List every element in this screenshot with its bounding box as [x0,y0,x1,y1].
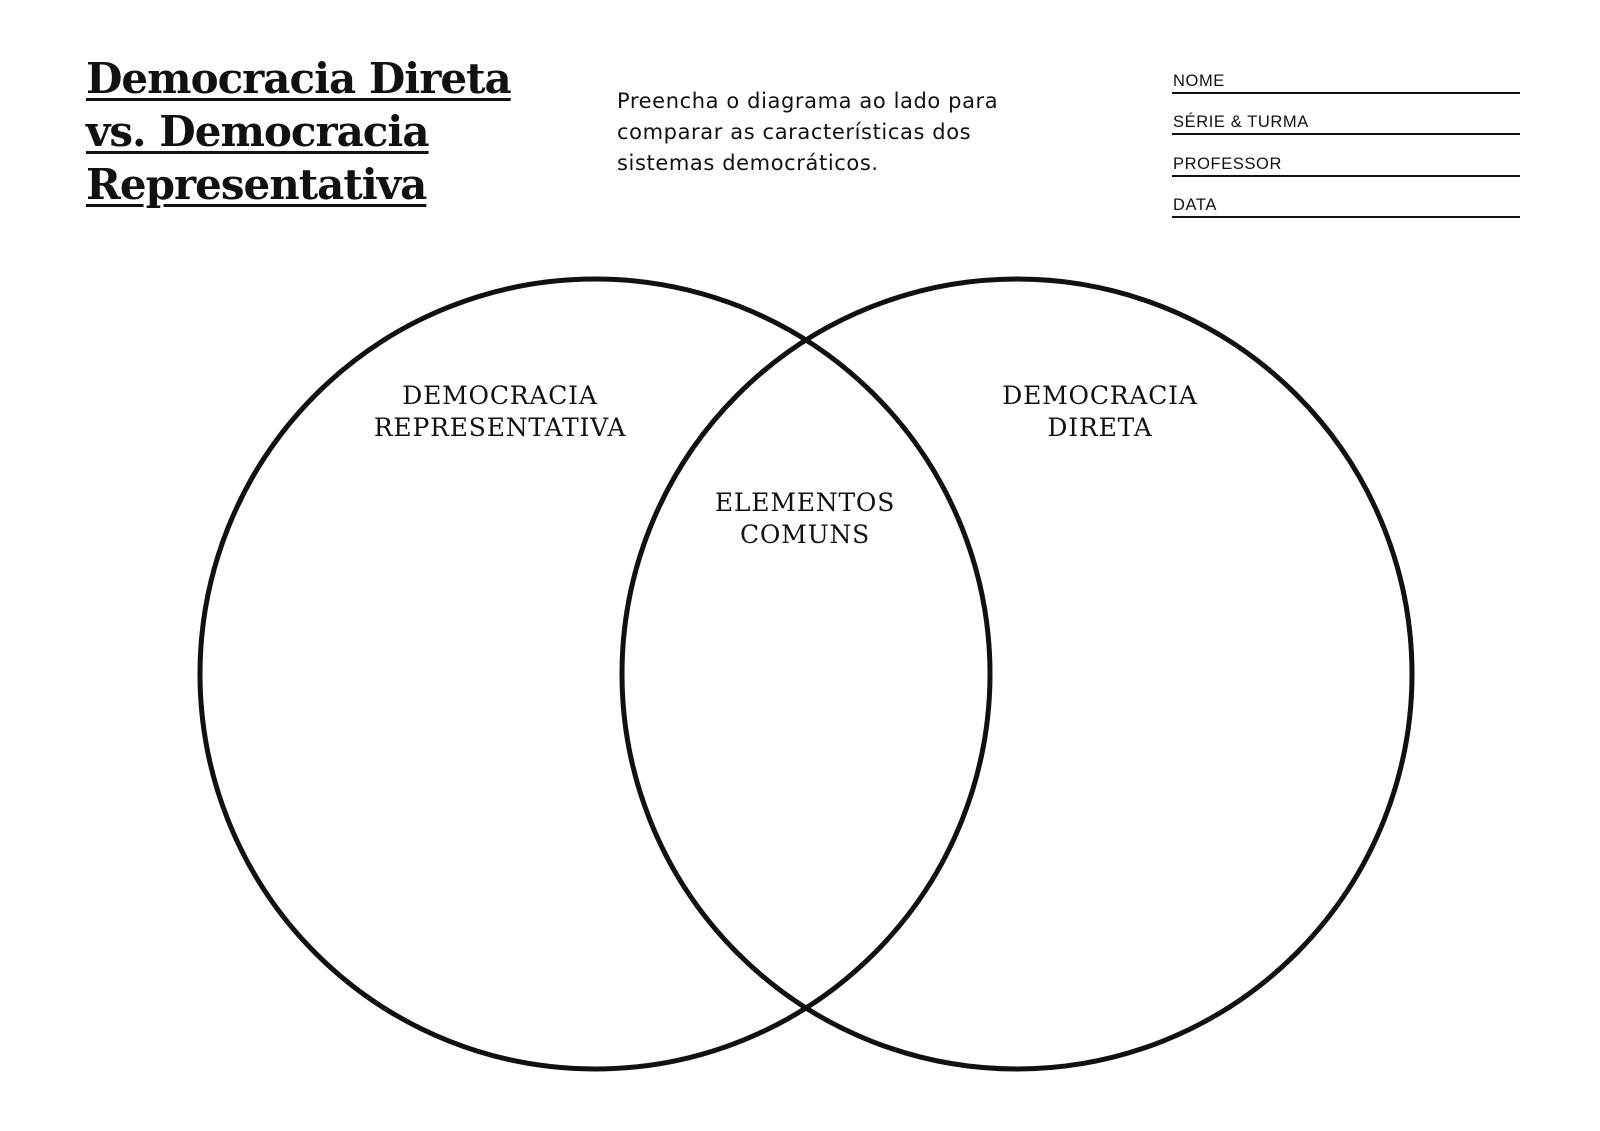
grade-class-field[interactable]: SÉRIE & TURMA [1172,94,1520,135]
student-info-fields: NOME SÉRIE & TURMA PROFESSOR DATA [1172,52,1520,218]
name-field[interactable]: NOME [1172,52,1520,94]
date-field[interactable]: DATA [1172,177,1520,218]
right-circle[interactable] [619,276,1415,1072]
worksheet-title: Democracia Direta vs. Democracia Represe… [86,52,586,211]
right-circle-label: DEMOCRACIA DIRETA [1002,381,1198,442]
name-field-label: NOME [1173,71,1225,90]
left-circle-label: DEMOCRACIA REPRESENTATIVA [373,381,627,442]
teacher-field[interactable]: PROFESSOR [1172,135,1520,177]
grade-class-field-label: SÉRIE & TURMA [1173,113,1309,131]
date-field-label: DATA [1173,196,1217,214]
instructions-text: Preencha o diagrama ao lado para compara… [617,89,999,175]
left-circle[interactable] [197,276,993,1072]
title-line-1: Democracia Direta [86,54,512,103]
title-line-3: Representativa [86,160,427,209]
title-line-2: vs. Democracia [86,107,430,156]
teacher-field-label: PROFESSOR [1173,154,1283,173]
overlap-label: ELEMENTOS COMUNS [714,488,896,549]
